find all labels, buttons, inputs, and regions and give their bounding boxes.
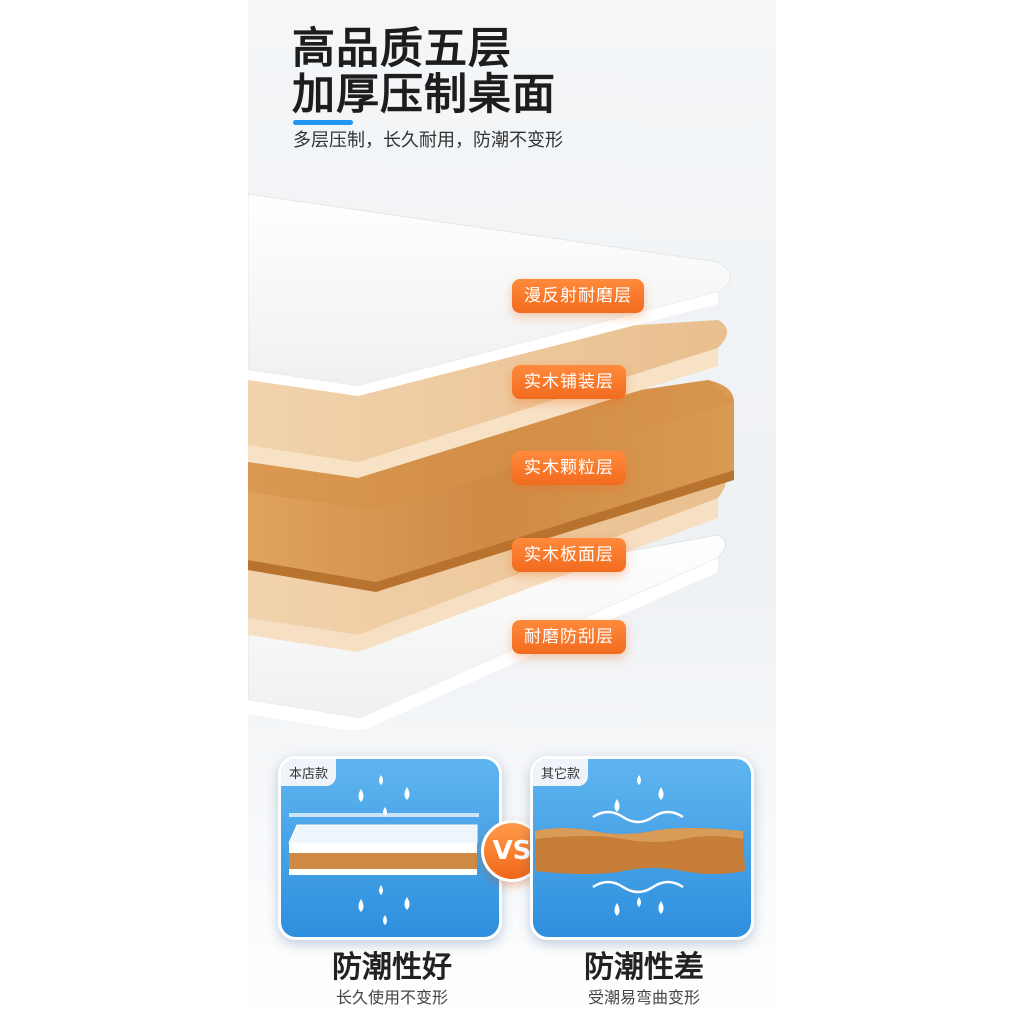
layer-stack-illustration — [248, 193, 734, 730]
layer-board-1 — [248, 193, 731, 396]
layer-tag-2: 实木铺装层 — [512, 365, 626, 399]
water-drop-icon — [614, 775, 664, 916]
card-badge-ours: 本店款 — [281, 759, 337, 786]
mini-board-ours — [288, 824, 478, 875]
caption-subtitle-ours: 长久使用不变形 — [335, 988, 448, 1007]
caption-title-ours: 防潮性好 — [332, 950, 452, 985]
subtitle: 多层压制，长久耐用，防潮不变形 — [293, 130, 563, 151]
caption-title-others: 防潮性差 — [584, 950, 704, 985]
layer-tag-1: 漫反射耐磨层 — [512, 279, 644, 313]
comparison-card-others: 其它款 — [530, 756, 754, 940]
title-line-1: 高品质五层 — [292, 24, 512, 74]
layer-tag-4: 实木板面层 — [512, 538, 626, 572]
moisture-wave-icon — [592, 810, 684, 894]
title-line-2: 加厚压制桌面 — [292, 70, 556, 120]
card-badge-others: 其它款 — [533, 759, 589, 786]
layer-tag-3: 实木颗粒层 — [512, 451, 626, 485]
layer-board-5 — [248, 534, 726, 730]
accent-bar — [293, 120, 353, 125]
comparison-card-ours: 本店款 — [278, 756, 502, 940]
mini-board-others — [535, 828, 745, 874]
caption-subtitle-others: 受潮易弯曲变形 — [587, 988, 700, 1007]
water-drop-icon — [358, 775, 410, 925]
layer-tag-5: 耐磨防刮层 — [512, 620, 626, 654]
